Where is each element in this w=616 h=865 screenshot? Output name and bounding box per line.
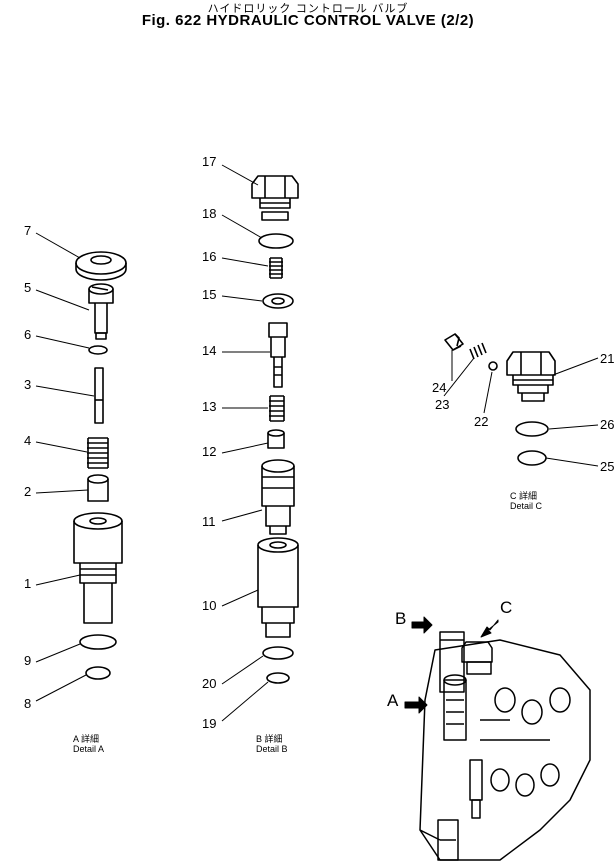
callout-5: 5 (24, 280, 31, 295)
callout-3: 3 (24, 377, 31, 392)
part-20-o-ring (262, 646, 294, 660)
detail-a-jp: A 詳細 (73, 733, 99, 744)
valve-assembly (419, 631, 591, 861)
callout-23: 23 (435, 397, 449, 412)
part-22-ball (488, 361, 498, 371)
part-13-spring (269, 395, 285, 422)
callout-17: 17 (202, 154, 216, 169)
detail-c-label: Detail C (510, 501, 543, 511)
part-2-cap (87, 474, 109, 502)
callout-11: 11 (202, 514, 216, 529)
callout-25: 25 (600, 459, 614, 474)
part-18-o-ring (258, 233, 294, 249)
part-17-hex-plug (251, 175, 299, 221)
callout-14: 14 (202, 343, 216, 358)
callout-1: 1 (24, 576, 31, 591)
part-7-collar (75, 251, 127, 281)
callout-20: 20 (202, 676, 216, 691)
view-letter-a: A (387, 691, 399, 710)
japanese-title: ハイドロリック コントロール バルブ (207, 2, 409, 15)
part-23-spring (469, 342, 487, 360)
callout-7: 7 (24, 223, 31, 238)
part-1-valve-body (73, 512, 123, 624)
part-9-o-ring (79, 634, 117, 650)
callout-2: 2 (24, 484, 31, 499)
part-15-seat (262, 293, 294, 309)
view-letter-b: B (395, 609, 406, 628)
detail-a-label: Detail A (73, 744, 104, 754)
callout-10: 10 (202, 598, 216, 613)
callout-12: 12 (202, 444, 216, 459)
callout-15: 15 (202, 287, 216, 302)
view-letter-c: C (500, 598, 512, 617)
part-5-plug (88, 283, 114, 340)
part-12-cap (267, 429, 285, 449)
callout-9: 9 (24, 653, 31, 668)
callout-13: 13 (202, 399, 216, 414)
callout-26: 26 (600, 417, 614, 432)
callout-18: 18 (202, 206, 216, 221)
callout-16: 16 (202, 249, 216, 264)
figure-title: Fig. 622 HYDRAULIC CONTROL VALVE (2/2) (141, 12, 475, 29)
part-10-body (257, 537, 299, 638)
part-6-o-ring (88, 345, 108, 355)
callout-22: 22 (474, 414, 488, 429)
detail-c-jp: C 詳細 (510, 490, 537, 501)
part-25-o-ring (517, 450, 547, 466)
part-16-spring (269, 257, 283, 279)
part-4-spring (87, 437, 109, 469)
callout-24: 24 (432, 380, 446, 395)
callout-8: 8 (24, 696, 31, 711)
callout-4: 4 (24, 433, 31, 448)
part-14-poppet (268, 322, 288, 388)
detail-b-label: Detail B (256, 744, 288, 754)
part-24-small-plug (444, 333, 464, 351)
part-3-pin (94, 367, 104, 424)
part-21-relief-plug (506, 351, 556, 402)
callout-19: 19 (202, 716, 216, 731)
part-26-o-ring (515, 421, 549, 437)
part-11-sleeve (261, 459, 295, 535)
part-8-o-ring (85, 666, 111, 680)
part-19-o-ring (266, 672, 290, 684)
callout-6: 6 (24, 327, 31, 342)
callout-21: 21 (600, 351, 614, 366)
detail-b-jp: B 詳細 (256, 733, 283, 744)
